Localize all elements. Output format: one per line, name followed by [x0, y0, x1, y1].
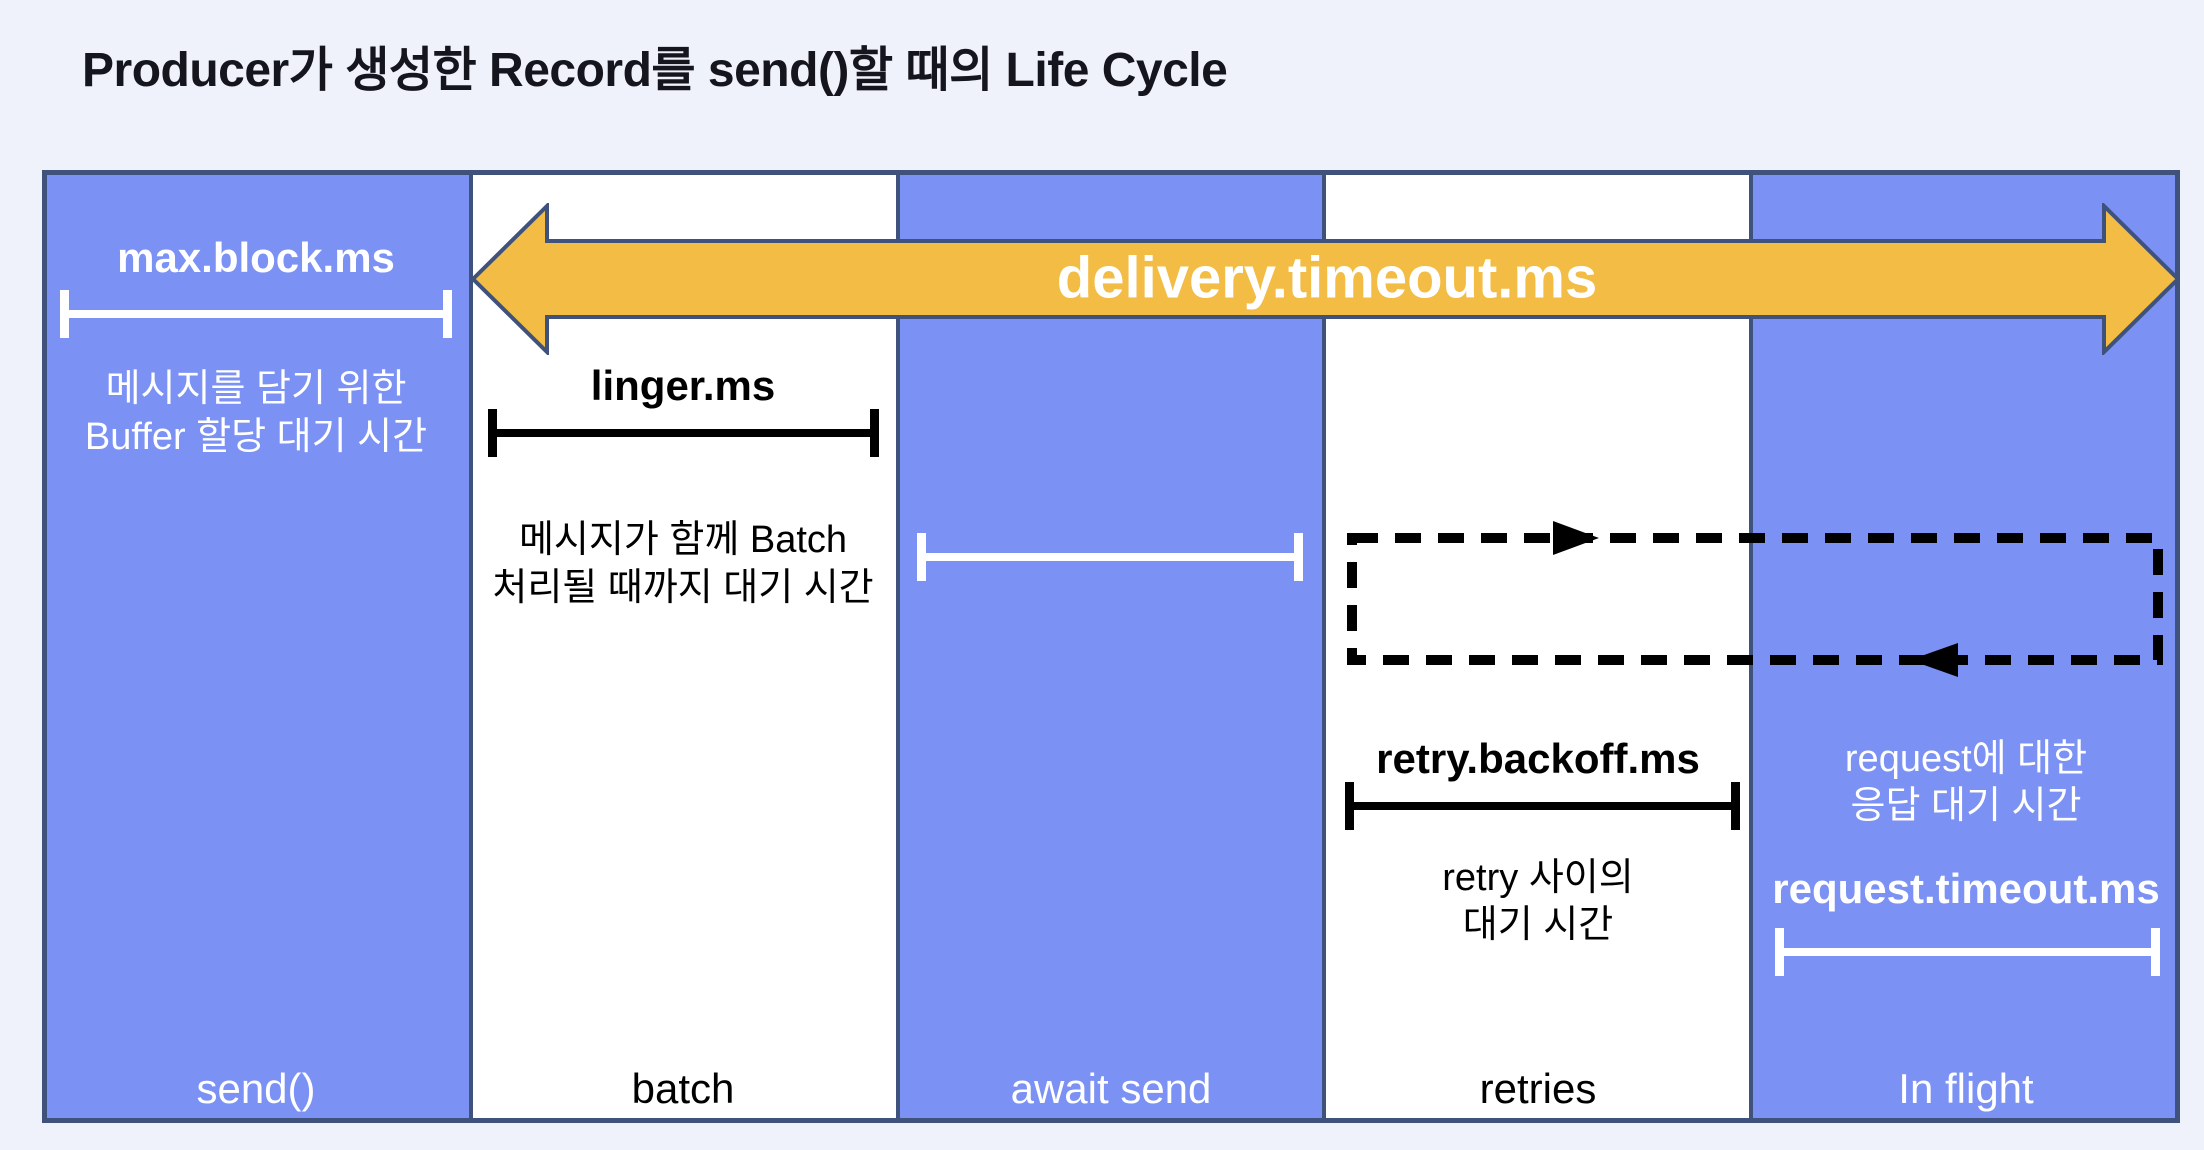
stage-label-retries: retries	[1479, 1064, 1597, 1112]
stage-label-in-flight: In flight	[1898, 1064, 2034, 1112]
stage-column-send	[47, 175, 470, 1118]
stage-label-batch: batch	[631, 1064, 735, 1112]
stage-label-send: send()	[196, 1064, 316, 1112]
linger-ms-bracket	[488, 409, 879, 457]
retry-loop-back-arrowhead	[1910, 643, 1958, 677]
max-block-ms-label: max.block.ms	[117, 233, 395, 281]
batch-desc-line2: 처리될 때까지 대기 시간	[492, 567, 874, 610]
in-flight-desc-line1: request에 대한	[1844, 738, 2088, 781]
stage-column-await-send	[895, 175, 1323, 1118]
delivery-timeout-arrow	[471, 203, 2180, 355]
request-timeout-ms-bracket	[1775, 928, 2160, 976]
request-timeout-ms-label: request.timeout.ms	[1772, 864, 2160, 912]
retry-loop-dashed-arrow	[1347, 521, 2163, 677]
retries-desc-line2: 대기 시간	[1462, 904, 1614, 947]
linger-ms-label: linger.ms	[590, 361, 776, 409]
batch-desc-line1: 메시지가 함께 Batch	[518, 519, 848, 562]
retry-backoff-ms-bracket	[1345, 782, 1740, 830]
stage-label-await-send: await send	[1010, 1064, 1212, 1112]
retries-desc-line1: retry 사이의	[1442, 857, 1634, 900]
send-desc-line2: Buffer 할당 대기 시간	[84, 416, 428, 459]
max-block-ms-bracket	[60, 290, 452, 338]
retry-backoff-ms-label: retry.backoff.ms	[1376, 734, 1700, 782]
retry-loop-forward-arrowhead	[1553, 521, 1599, 555]
await-send-bracket	[917, 533, 1303, 581]
stage-column-retries	[1322, 175, 1749, 1118]
delivery-timeout-label: delivery.timeout.ms	[1056, 245, 1598, 311]
lifecycle-diagram	[42, 170, 2180, 1123]
send-desc-line1: 메시지를 담기 위한	[105, 368, 407, 411]
in-flight-desc-line2: 응답 대기 시간	[1850, 785, 2082, 828]
page-title: Producer가 생성한 Record를 send()할 때의 Life Cy…	[82, 44, 1228, 97]
